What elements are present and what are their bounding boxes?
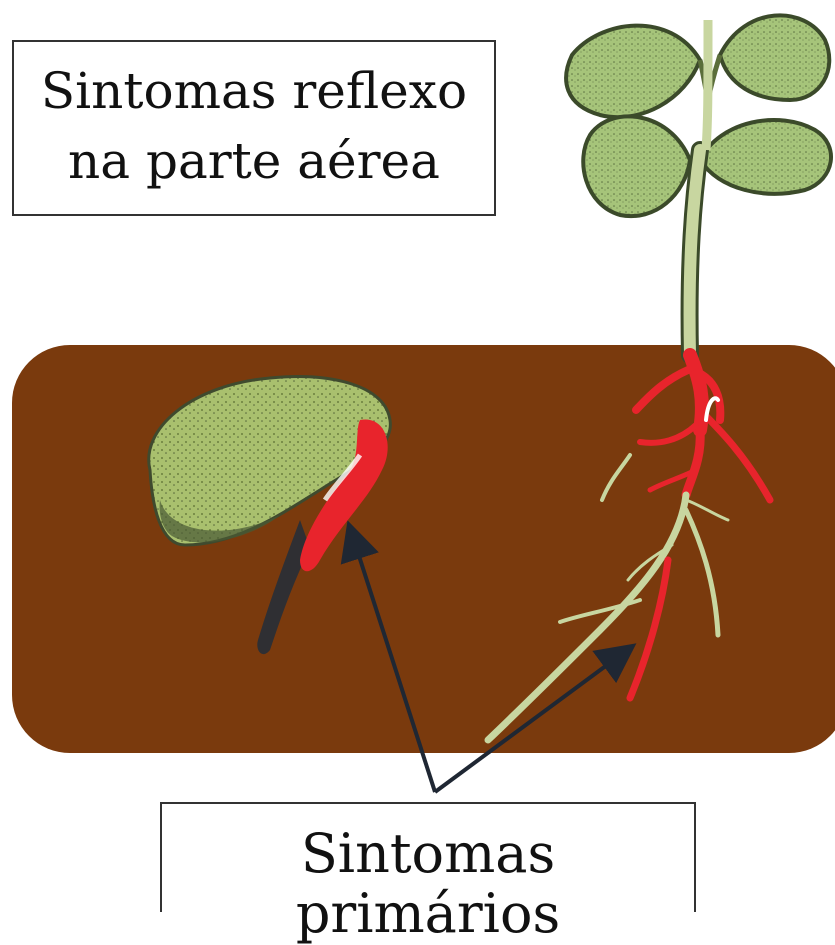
soil-background <box>12 345 835 753</box>
aerial-symptoms-label: Sintomas reflexo na parte aérea <box>12 40 496 216</box>
diagram: Sintomas reflexo na parte aérea Sintomas… <box>0 0 835 900</box>
aerial-symptoms-line-1: Sintomas reflexo <box>14 56 494 126</box>
aerial-symptoms-line-2: na parte aérea <box>14 126 494 196</box>
primary-symptoms-label: Sintomas primários <box>160 802 696 912</box>
leaf-mid-left <box>583 116 690 216</box>
plant-stem-top <box>706 20 708 150</box>
primary-symptoms-text: Sintomas primários <box>162 824 694 944</box>
leaf-mid-right <box>700 120 831 194</box>
leaf-top-left <box>566 26 700 118</box>
leaf-top-right <box>720 15 829 100</box>
